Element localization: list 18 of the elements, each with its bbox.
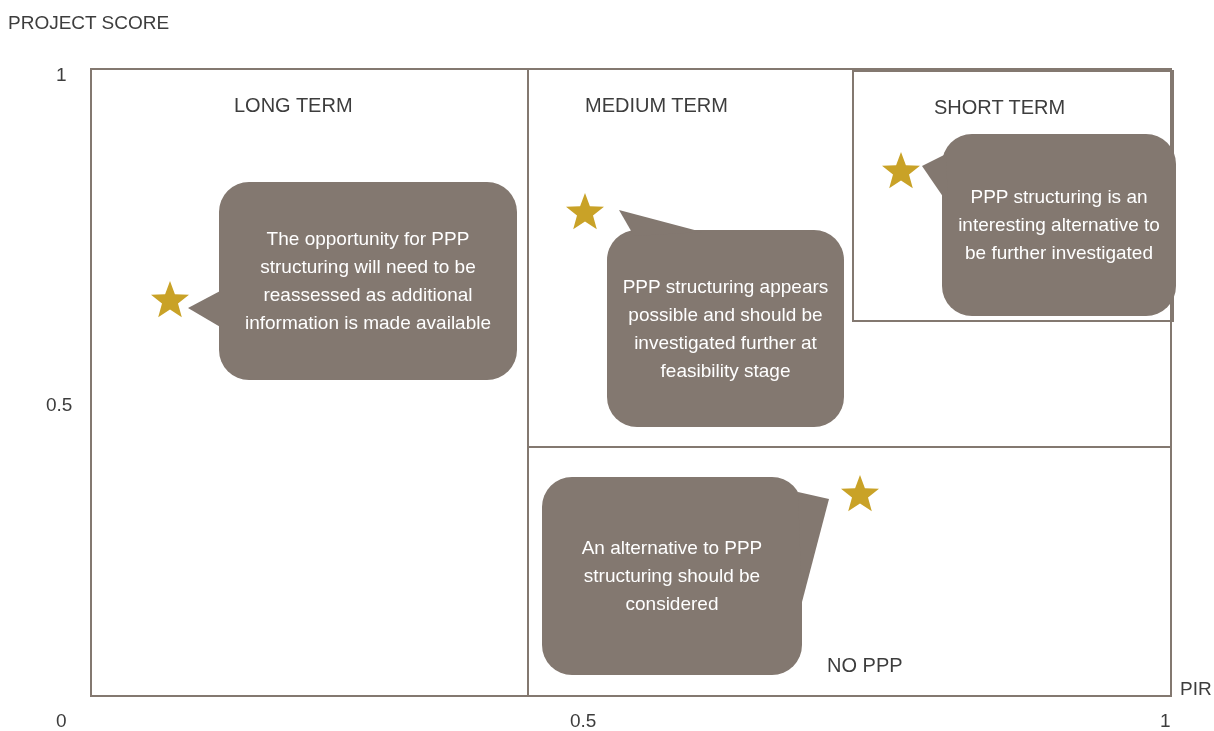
bubble-text: PPP structuring is an interesting alternative to be further investigated [958, 185, 1160, 265]
axis-title: PROJECT SCORE [8, 12, 170, 34]
region-title: NO PPP [827, 654, 903, 677]
bubble-text: An alternative to PPP structuring should be considered [580, 536, 764, 616]
region-title: LONG TERM [234, 94, 353, 117]
tick-label: 1 [56, 64, 67, 86]
tick-label: 0.5 [46, 394, 73, 416]
region-title: SHORT TERM [934, 96, 1066, 119]
axis-title: PIR [1180, 678, 1212, 700]
region-title: MEDIUM TERM [585, 94, 728, 117]
quadrant-region [852, 70, 1174, 322]
quadrant-region [90, 68, 529, 697]
bubble-text: The opportunity for PPP structuring will need to be reassessed as additional information is made available [243, 227, 493, 335]
quadrant-region [527, 446, 1172, 697]
tick-label: 0.5 [570, 710, 597, 731]
bubble-text: PPP structuring appears possible and should be investigated further at feasibility stage [621, 274, 830, 383]
tick-label: 1 [1160, 710, 1171, 731]
tick-label: 0 [56, 710, 67, 731]
